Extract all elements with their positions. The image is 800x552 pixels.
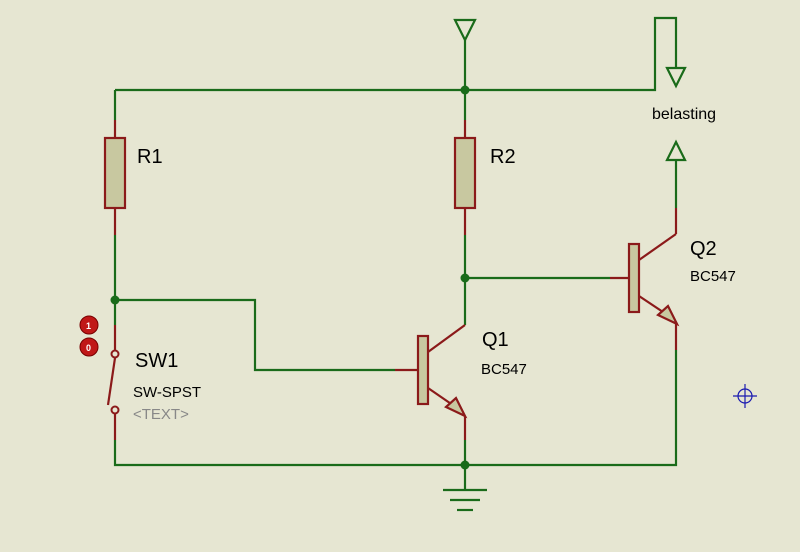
- sw1-text-label: <TEXT>: [133, 406, 189, 423]
- ground-icon[interactable]: [443, 488, 487, 512]
- load-input-arrow-icon: [665, 66, 687, 89]
- sw1-ref-label: SW1: [135, 350, 178, 372]
- junction-dot: [460, 273, 470, 283]
- ground-rail-wire: [113, 350, 678, 467]
- power-terminal-icon[interactable]: [453, 18, 477, 43]
- sw1-switch[interactable]: SW1 SW-SPST <TEXT>: [106, 325, 201, 440]
- q1-transistor[interactable]: Q1 BC547: [395, 324, 527, 440]
- q1-base-wire: [115, 298, 395, 372]
- r2-ref-label: R2: [490, 146, 516, 168]
- switch-off-mark: 0: [86, 343, 91, 353]
- q1-ref-label: Q1: [482, 329, 509, 351]
- load-terminals[interactable]: belasting: [652, 66, 716, 162]
- switch-on-mark: 1: [86, 321, 91, 331]
- r1-resistor[interactable]: R1: [103, 120, 163, 235]
- q2-value-label: BC547: [690, 268, 736, 285]
- switch-state-indicator-icon[interactable]: 1 0: [79, 315, 99, 357]
- q2-transistor[interactable]: Q2 BC547: [610, 208, 736, 350]
- q2-ref-label: Q2: [690, 238, 717, 260]
- wires: [110, 16, 678, 490]
- r2-resistor[interactable]: R2: [453, 120, 516, 235]
- sw1-value-label: SW-SPST: [133, 384, 201, 401]
- r1-ref-label: R1: [137, 146, 163, 168]
- load-output-arrow-icon: [665, 139, 687, 162]
- q1-value-label: BC547: [481, 361, 527, 378]
- junction-dot: [460, 460, 470, 470]
- origin-marker-icon: [733, 384, 757, 408]
- junction-dot: [460, 85, 470, 95]
- junction-dot: [110, 295, 120, 305]
- top-rail-wire: [115, 16, 678, 92]
- load-label: belasting: [652, 106, 716, 123]
